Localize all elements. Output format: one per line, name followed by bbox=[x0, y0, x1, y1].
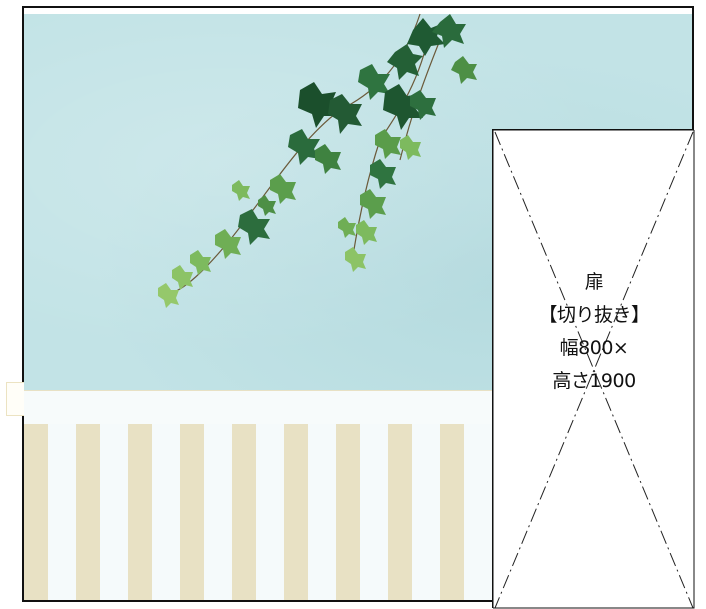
door-spec-label: 扉 【切り抜き】 幅800× 高さ1900 bbox=[493, 266, 695, 398]
door-name: 扉 bbox=[584, 271, 604, 293]
door-cut-note: 【切り抜き】 bbox=[538, 304, 650, 326]
door-cutout: 扉 【切り抜き】 幅800× 高さ1900 bbox=[492, 129, 695, 609]
door-height: 高さ1900 bbox=[552, 370, 636, 392]
door-width: 幅800× bbox=[559, 337, 629, 359]
chair-rail-edge bbox=[6, 382, 24, 416]
